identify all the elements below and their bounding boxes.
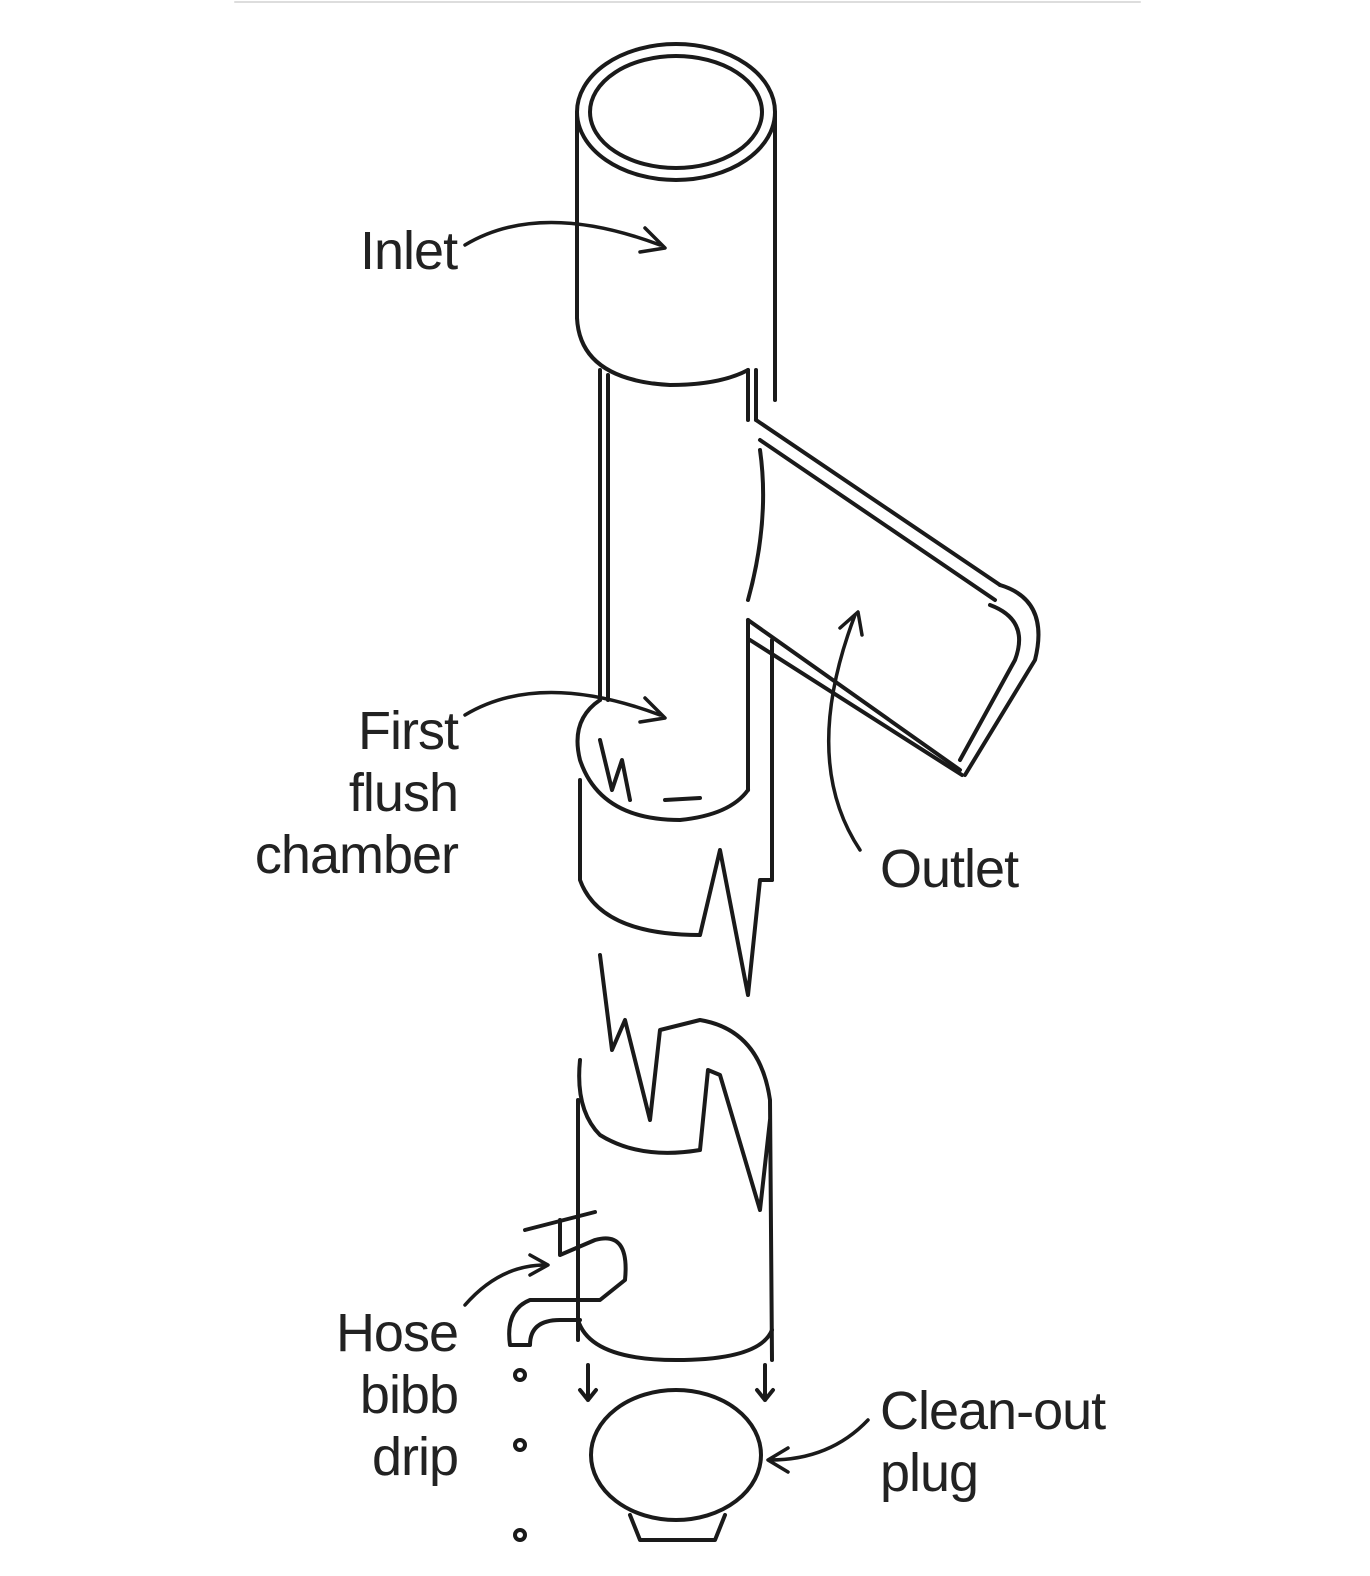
clean-out-label: Clean-out plug	[880, 1380, 1106, 1504]
first-flush-line-3: chamber	[254, 825, 459, 885]
outlet-pipe	[746, 418, 1041, 777]
inlet-label: Inlet	[360, 221, 458, 281]
arrows	[463, 220, 870, 1474]
first-flush-line-2: flush	[348, 763, 459, 823]
first-flush-chamber	[575, 698, 774, 997]
main-tube	[598, 368, 774, 882]
hose-bibb-line-2: bibb	[359, 1365, 459, 1425]
hose-bibb-icon	[507, 1210, 628, 1542]
hose-bibb-line-3: drip	[371, 1427, 459, 1487]
hose-bibb-line-1: Hose	[335, 1303, 459, 1363]
clean-out-plug	[578, 1363, 775, 1542]
lower-chamber	[576, 953, 774, 1362]
clean-out-line-2: plug	[880, 1443, 979, 1503]
hose-bibb-label: Hose bibb drip	[200, 1302, 459, 1488]
clean-out-line-1: Clean-out	[880, 1381, 1106, 1441]
outlet-label: Outlet	[880, 839, 1019, 899]
first-flush-label: First flush chamber	[200, 700, 459, 886]
inlet-pipe	[575, 42, 777, 402]
first-flush-line-1: First	[358, 701, 459, 761]
